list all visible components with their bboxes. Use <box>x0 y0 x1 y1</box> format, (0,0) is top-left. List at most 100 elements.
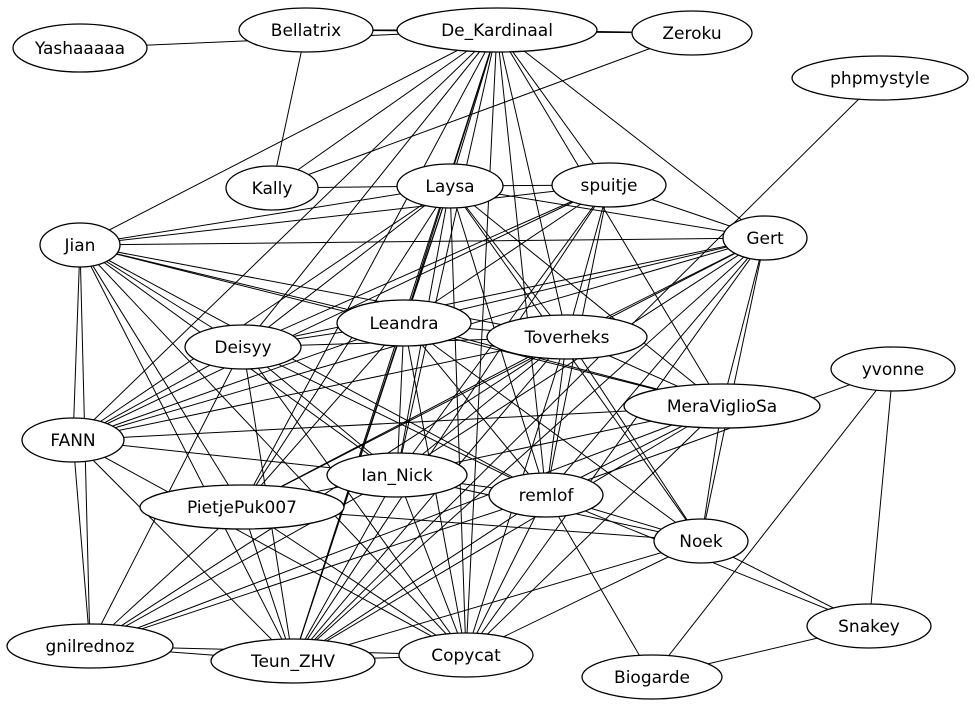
node-ellipse <box>830 346 956 392</box>
node-ellipse <box>398 632 534 678</box>
node-biogarde: Biogarde <box>581 654 723 700</box>
edge-remlof-teun-zhv <box>292 494 547 662</box>
edge-leandra-fann <box>72 322 405 441</box>
node-label: PietjePuk007 <box>187 498 297 518</box>
graph-nodes: Yashaaaaa Bellatrix De_Kardinaal Zeroku phpm… <box>6 7 969 700</box>
node-label: Zeroku <box>662 24 721 44</box>
edge-meravigliosa-fann <box>72 405 723 441</box>
edge-de-kardinaal-pietjepuk007 <box>241 29 498 508</box>
edge-de-kardinaal-copycat <box>465 29 498 656</box>
node-ellipse <box>139 484 345 530</box>
node-label: Gert <box>746 229 784 249</box>
node-ellipse <box>6 623 174 669</box>
node-ellipse <box>396 163 504 209</box>
node-ellipse <box>581 654 723 700</box>
node-snakey: Snakey <box>806 603 932 649</box>
node-label: Leandra <box>369 314 438 334</box>
node-gert: Gert <box>722 215 808 261</box>
edge-remlof-gnilrednoz <box>89 494 547 647</box>
node-deisyy: Deisyy <box>184 324 302 370</box>
edge-de-kardinaal-spuitje <box>496 29 610 186</box>
node-label: Bellatrix <box>271 21 341 41</box>
node-ellipse <box>653 518 749 564</box>
edge-yvonne-biogarde <box>651 368 894 678</box>
edge-gert-meravigliosa <box>721 237 766 407</box>
node-label: remlof <box>519 486 575 506</box>
edge-leandra-ian-nick <box>396 322 405 476</box>
node-gnilrednoz: gnilrednoz <box>6 623 174 669</box>
edge-bellatrix-kally <box>271 29 307 189</box>
edge-phpmystyle-teun-zhv <box>292 77 881 662</box>
node-label: Jian <box>64 236 96 256</box>
node-zeroku: Zeroku <box>631 10 753 56</box>
node-label: Kally <box>252 179 293 199</box>
edge-remlof-copycat <box>465 494 547 656</box>
edge-meravigliosa-gnilrednoz <box>89 405 723 647</box>
edge-laysa-copycat <box>449 185 467 656</box>
node-leandra: Leandra <box>336 299 472 347</box>
edge-laysa-toverheks <box>449 185 568 338</box>
edge-remlof-biogarde <box>545 494 653 678</box>
edge-yvonne-remlof <box>545 368 894 496</box>
edge-pietjepuk007-teun-zhv <box>241 506 294 662</box>
edge-laysa-fann <box>72 185 451 441</box>
node-label: phpmystyle <box>830 69 930 89</box>
edge-laysa-noek <box>449 185 702 542</box>
edge-pietjepuk007-copycat <box>241 506 467 656</box>
edge-jian-pietjepuk007 <box>79 244 243 508</box>
edge-fann-copycat <box>72 439 467 656</box>
node-label: Copycat <box>431 646 501 666</box>
edge-pietjepuk007-gnilrednoz <box>89 506 243 647</box>
edge-meravigliosa-copycat <box>465 405 723 656</box>
edge-laysa-deisyy <box>242 185 451 348</box>
edge-de-kardinaal-kally <box>271 29 498 189</box>
edge-toverheks-teun-zhv <box>292 336 568 662</box>
node-teun-zhv: Teun_ZHV <box>210 638 376 684</box>
node-spuitje: spuitje <box>551 162 667 208</box>
node-label: Deisyy <box>214 338 271 358</box>
node-ellipse <box>184 324 302 370</box>
edge-ian-nick-gnilrednoz <box>89 474 398 647</box>
edge-gert-remlof <box>545 237 766 496</box>
edge-de-kardinaal-fann <box>72 29 498 441</box>
edge-gert-pietjepuk007 <box>241 237 766 508</box>
edge-noek-teun-zhv <box>292 540 702 662</box>
edge-de-kardinaal-jian <box>79 29 498 246</box>
node-yashaaaaa: Yashaaaaa <box>12 23 148 73</box>
node-ellipse <box>225 165 319 211</box>
node-copycat: Copycat <box>398 632 534 678</box>
edge-spuitje-toverheks <box>566 184 610 338</box>
node-ellipse <box>791 55 969 101</box>
edge-toverheks-fann <box>72 336 568 441</box>
edge-spuitje-leandra <box>403 184 610 324</box>
node-ellipse <box>326 452 468 498</box>
node-yvonne: yvonne <box>830 346 956 392</box>
node-label: yvonne <box>862 360 925 380</box>
node-label: Teun_ZHV <box>250 652 335 672</box>
node-ellipse <box>39 222 121 268</box>
edge-de-kardinaal-meravigliosa <box>496 29 723 407</box>
edge-fann-gnilrednoz <box>72 439 91 647</box>
node-de-kardinaal: De_Kardinaal <box>396 7 598 53</box>
edge-noek-copycat <box>465 540 702 656</box>
node-remlof: remlof <box>488 472 604 518</box>
edge-de-kardinaal-toverheks <box>496 29 568 338</box>
node-ellipse <box>238 7 374 53</box>
node-label: Noek <box>679 532 723 552</box>
node-jian: Jian <box>39 222 121 268</box>
edge-leandra-noek <box>403 322 702 542</box>
edge-meravigliosa-teun-zhv <box>292 405 723 662</box>
node-phpmystyle: phpmystyle <box>791 55 969 101</box>
node-ellipse <box>806 603 932 649</box>
node-label: Toverheks <box>523 328 609 348</box>
node-label: MeraViglioSa <box>667 397 777 417</box>
edge-leandra-remlof <box>403 322 547 496</box>
edge-spuitje-teun-zhv <box>292 184 610 662</box>
node-ellipse <box>631 10 753 56</box>
node-ellipse <box>12 23 148 73</box>
edge-ian-nick-copycat <box>396 474 467 656</box>
edge-spuitje-jian <box>79 184 610 246</box>
node-ellipse <box>486 314 648 360</box>
node-ellipse <box>396 7 598 53</box>
node-label: De_Kardinaal <box>441 21 553 41</box>
